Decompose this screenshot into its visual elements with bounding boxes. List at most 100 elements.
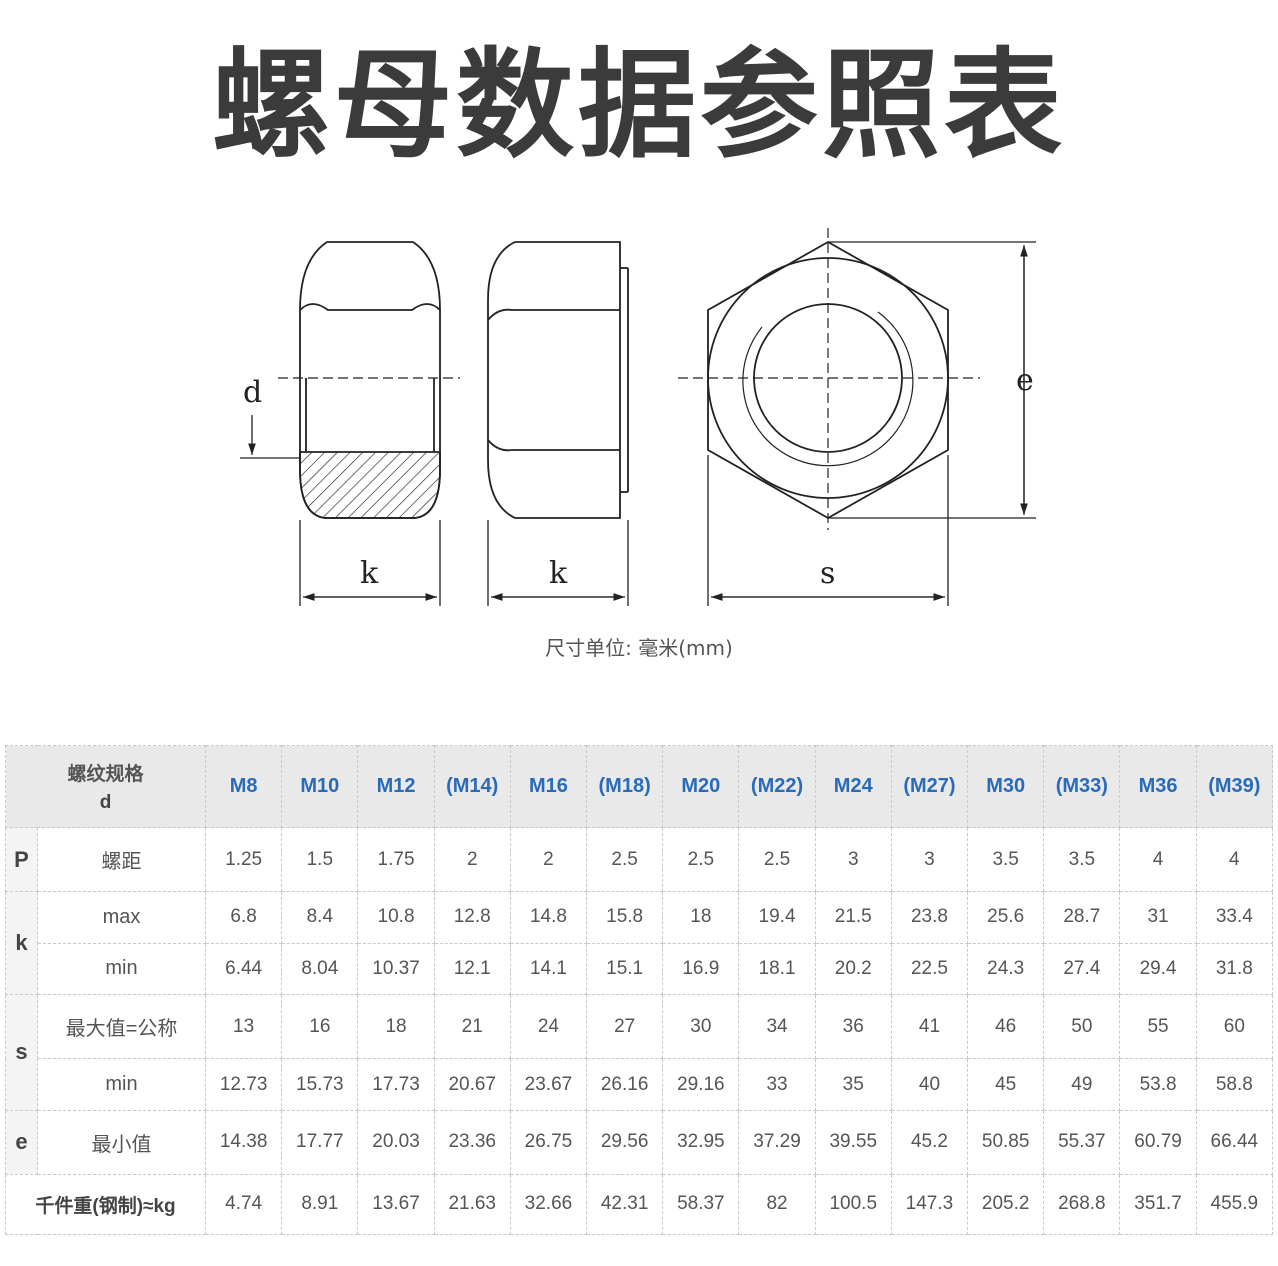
header-label-cell: 螺纹规格 d xyxy=(4,745,207,828)
value-cell: 15.1 xyxy=(586,942,664,996)
value-cell: 10.8 xyxy=(357,891,435,944)
value-cell: 18.1 xyxy=(738,942,816,996)
value-cell: 36 xyxy=(814,994,892,1060)
value-cell: 17.77 xyxy=(281,1109,359,1175)
size-header: M12 xyxy=(357,745,435,828)
page-title: 螺母数据参照表 xyxy=(211,36,1066,174)
value-cell: 4.74 xyxy=(205,1173,283,1236)
value-cell: 21.5 xyxy=(814,891,892,944)
size-header: (M33) xyxy=(1043,745,1121,828)
value-cell: 8.4 xyxy=(281,891,359,944)
label-e: e xyxy=(1016,363,1034,398)
row-label: 螺距 xyxy=(36,826,207,893)
value-cell: 32.66 xyxy=(509,1173,588,1236)
value-cell: 22.5 xyxy=(890,942,969,996)
size-header: M24 xyxy=(814,745,892,828)
unit-note: 尺寸单位: 毫米(mm) xyxy=(545,636,733,660)
value-cell: 24.3 xyxy=(967,942,1045,996)
value-cell: 20.67 xyxy=(433,1058,511,1111)
row-symbol: k xyxy=(5,891,38,996)
value-cell: 27.4 xyxy=(1043,942,1121,996)
value-cell: 30 xyxy=(662,994,740,1060)
value-cell: 29.56 xyxy=(586,1109,664,1175)
value-cell: 12.1 xyxy=(433,942,511,996)
row-symbol: e xyxy=(5,1109,38,1175)
value-cell: 33 xyxy=(738,1058,816,1111)
size-header: (M14) xyxy=(433,745,511,828)
value-cell: 6.44 xyxy=(205,942,283,996)
side-view xyxy=(487,241,629,519)
value-cell: 351.7 xyxy=(1119,1173,1197,1236)
header-row: 螺纹规格 d M8 M10 M12 (M14) M16 (M18) M20 (M… xyxy=(4,745,1274,828)
label-d: d xyxy=(243,375,262,410)
value-cell: 58.8 xyxy=(1195,1058,1274,1111)
value-cell: 19.4 xyxy=(738,891,816,944)
value-cell: 41 xyxy=(890,994,969,1060)
value-cell: 23.36 xyxy=(433,1109,511,1175)
header-label-bottom: d xyxy=(99,792,112,813)
value-cell: 18 xyxy=(357,994,435,1060)
value-cell: 8.04 xyxy=(281,942,359,996)
value-cell: 45.2 xyxy=(890,1109,969,1175)
size-header: M16 xyxy=(509,745,588,828)
value-cell: 3.5 xyxy=(1043,826,1121,893)
value-cell: 39.55 xyxy=(814,1109,892,1175)
value-cell: 60.79 xyxy=(1119,1109,1197,1175)
value-cell: 1.25 xyxy=(205,826,283,893)
value-cell: 82 xyxy=(738,1173,816,1236)
section-view xyxy=(299,241,441,519)
value-cell: 4 xyxy=(1195,826,1274,893)
value-cell: 21 xyxy=(433,994,511,1060)
size-header: (M22) xyxy=(738,745,816,828)
value-cell: 1.75 xyxy=(357,826,435,893)
value-cell: 26.16 xyxy=(586,1058,664,1111)
value-cell: 8.91 xyxy=(281,1173,359,1236)
value-cell: 16 xyxy=(281,994,359,1060)
row-symbol: s xyxy=(5,994,38,1111)
value-cell: 42.31 xyxy=(586,1173,664,1236)
value-cell: 53.8 xyxy=(1119,1058,1197,1111)
value-cell: 13 xyxy=(205,994,283,1060)
nut-spec-table: 螺纹规格 d M8 M10 M12 (M14) M16 (M18) M20 (M… xyxy=(4,745,1274,1236)
size-header: (M27) xyxy=(890,745,969,828)
value-cell: 12.73 xyxy=(205,1058,283,1111)
row-label: 最小值 xyxy=(36,1109,207,1175)
value-cell: 21.63 xyxy=(433,1173,511,1236)
value-cell: 455.9 xyxy=(1195,1173,1274,1236)
row-label: min xyxy=(36,942,207,996)
size-header: M8 xyxy=(205,745,283,828)
value-cell: 14.38 xyxy=(205,1109,283,1175)
value-cell: 13.67 xyxy=(357,1173,435,1236)
value-cell: 32.95 xyxy=(662,1109,740,1175)
value-cell: 37.29 xyxy=(738,1109,816,1175)
value-cell: 2.5 xyxy=(662,826,740,893)
value-cell: 50.85 xyxy=(967,1109,1045,1175)
nut-technical-drawing: d k k s e xyxy=(240,228,1036,606)
value-cell: 40 xyxy=(890,1058,969,1111)
value-cell: 34 xyxy=(738,994,816,1060)
row-label: max xyxy=(36,891,207,944)
value-cell: 66.44 xyxy=(1195,1109,1274,1175)
value-cell: 29.4 xyxy=(1119,942,1197,996)
value-cell: 2 xyxy=(433,826,511,893)
value-cell: 55.37 xyxy=(1043,1109,1121,1175)
header-label-top: 螺纹规格 xyxy=(67,764,144,785)
label-s: s xyxy=(820,556,835,591)
value-cell: 28.7 xyxy=(1043,891,1121,944)
value-cell: 25.6 xyxy=(967,891,1045,944)
value-cell: 46 xyxy=(967,994,1045,1060)
value-cell: 45 xyxy=(967,1058,1045,1111)
row-label: 最大值=公称 xyxy=(36,994,207,1060)
value-cell: 12.8 xyxy=(433,891,511,944)
value-cell: 23.8 xyxy=(890,891,969,944)
value-cell: 35 xyxy=(814,1058,892,1111)
value-cell: 23.67 xyxy=(509,1058,588,1111)
value-cell: 55 xyxy=(1119,994,1197,1060)
value-cell: 10.37 xyxy=(357,942,435,996)
value-cell: 33.4 xyxy=(1195,891,1274,944)
value-cell: 49 xyxy=(1043,1058,1121,1111)
